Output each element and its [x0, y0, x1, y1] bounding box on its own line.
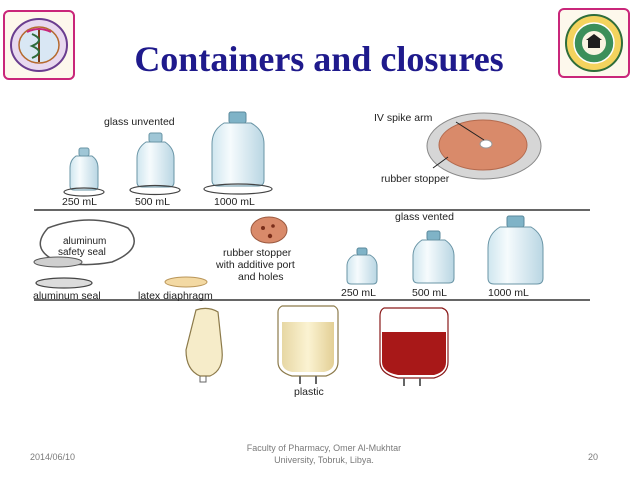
iv-spike-arm-label: IV spike arm	[374, 112, 433, 124]
university-seal-icon	[565, 14, 623, 72]
aluminum-safety-seal-icon	[33, 219, 135, 268]
unvented-size-250: 250 mL	[62, 196, 98, 208]
latex-diaphragm-label: latex diaphragm	[138, 290, 213, 302]
footer-institution-line1: Faculty of Pharmacy, Omer Al-Mukhtar	[246, 443, 402, 453]
additive-stopper-label-line3: and holes	[238, 271, 284, 283]
vented-size-500: 500 mL	[412, 287, 448, 299]
bottle-unvented-1000-icon	[203, 111, 273, 195]
additive-port-stopper-icon	[250, 216, 288, 244]
additive-stopper-label-line2: with additive port	[216, 259, 295, 271]
unvented-size-500: 500 mL	[135, 196, 171, 208]
bottle-unvented-500-icon	[129, 132, 181, 196]
glass-vented-heading: glass vented	[395, 211, 454, 223]
bottle-vented-1000-icon	[487, 215, 544, 285]
footer-institution-line2: University, Tobruk, Libya.	[274, 455, 374, 465]
unvented-size-1000: 1000 mL	[214, 196, 255, 208]
plastic-fluid-bag-icon	[277, 305, 339, 384]
vented-size-250: 250 mL	[341, 287, 377, 299]
latex-diaphragm-icon	[164, 276, 208, 288]
caduceus-emblem-icon	[10, 18, 68, 72]
bottle-vented-500-icon	[412, 230, 455, 284]
bottle-unvented-250-icon	[63, 147, 105, 197]
safety-seal-label-line2: safety seal	[58, 247, 106, 258]
safety-seal-label-line1: aluminum	[63, 236, 107, 247]
footer-page-number: 20	[588, 452, 599, 462]
aluminum-seal-label: aluminum seal	[33, 290, 101, 302]
footer-date: 2014/06/10	[30, 452, 76, 462]
right-logo	[558, 8, 630, 78]
slide-title: Containers and closures	[134, 39, 504, 79]
additive-stopper-label-line1: rubber stopper	[223, 247, 292, 259]
plastic-label: plastic	[294, 386, 324, 398]
rubber-stopper-disc-icon	[426, 112, 542, 180]
bottle-vented-250-icon	[346, 247, 378, 285]
plastic-bottle-bag-icon	[185, 307, 223, 383]
blood-bag-icon	[379, 307, 449, 386]
left-logo	[3, 10, 75, 80]
glass-unvented-heading: glass unvented	[104, 116, 175, 128]
aluminum-seal-icon	[35, 277, 93, 289]
vented-size-1000: 1000 mL	[488, 287, 529, 299]
rubber-stopper-label: rubber stopper	[381, 173, 450, 185]
